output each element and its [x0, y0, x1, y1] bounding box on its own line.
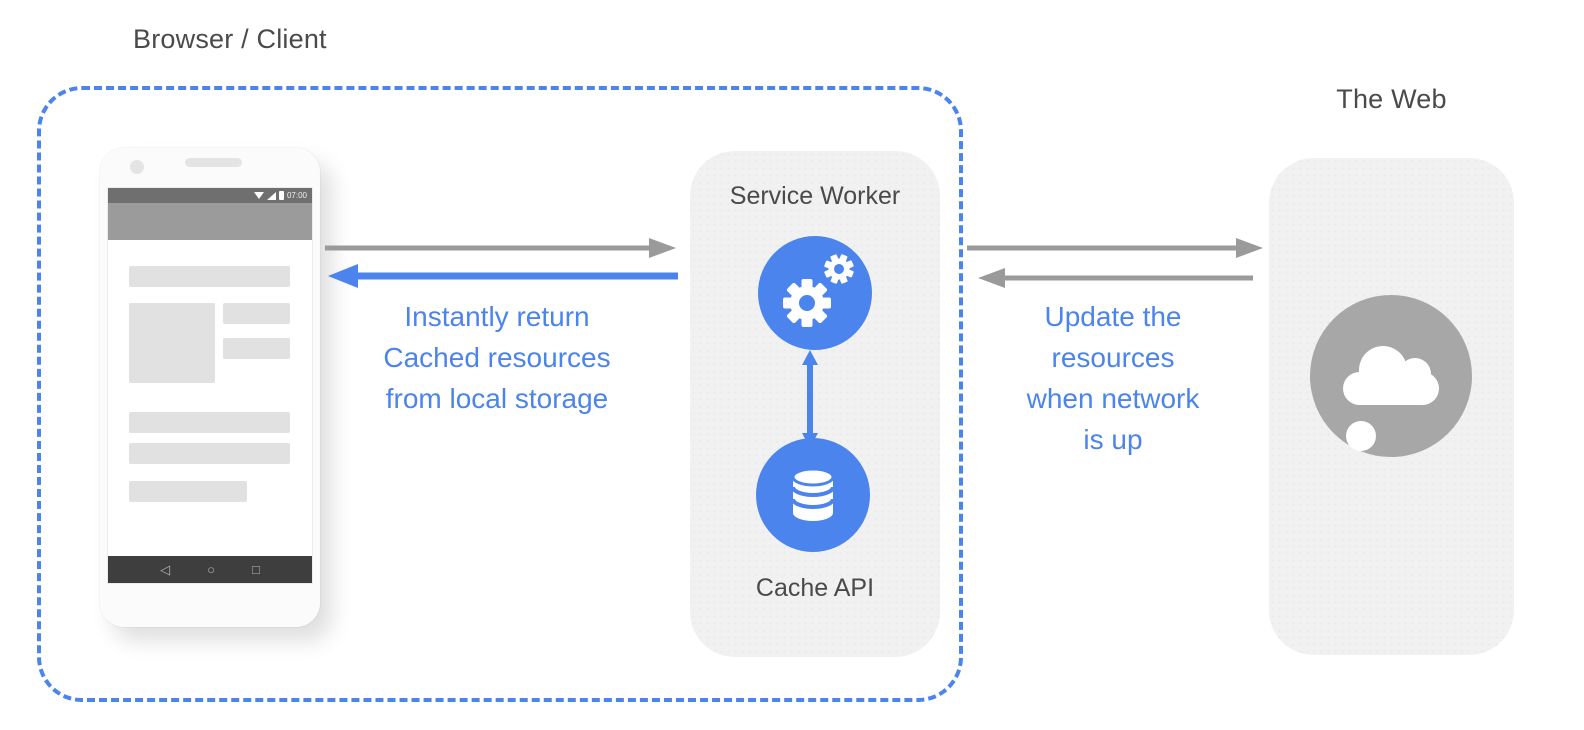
annotation-line: from local storage — [385, 383, 609, 414]
content-placeholder — [129, 412, 290, 433]
arrow-head-icon — [978, 268, 1005, 288]
phone-mockup: 07:00 ◁ ○ □ — [100, 148, 320, 627]
service-worker-panel: Service Worker — [690, 151, 940, 657]
the-web-label: The Web — [1336, 84, 1447, 114]
cloud-icon — [1343, 346, 1439, 405]
content-placeholder — [129, 303, 215, 383]
cache-api-badge — [756, 438, 870, 552]
recents-icon: □ — [252, 562, 260, 577]
annotation-line: Update the — [1044, 301, 1182, 332]
home-icon: ○ — [207, 562, 215, 577]
database-icon — [791, 467, 835, 521]
cache-api-label: Cache API — [755, 574, 875, 602]
browser-client-label: Browser / Client — [133, 24, 327, 54]
service-worker-badge — [758, 236, 872, 350]
annotation-line: when network — [1026, 383, 1200, 414]
battery-icon — [278, 191, 284, 200]
arrow-head-icon — [802, 433, 818, 448]
update-resources-annotation: Update the resources when network is up — [1003, 296, 1223, 460]
back-icon: ◁ — [160, 562, 171, 577]
phone-app-bar — [108, 203, 312, 240]
annotation-line: Cached resources — [383, 342, 611, 373]
content-placeholder — [129, 266, 290, 287]
arrow-head-icon — [1236, 238, 1263, 258]
service-worker-cache-link-arrow — [802, 350, 818, 448]
request-arrow-to-service-worker — [325, 238, 676, 258]
signal-icon — [266, 191, 276, 200]
content-placeholder — [129, 443, 290, 464]
annotation-line: is up — [1083, 424, 1143, 455]
browser-client-boundary — [37, 86, 963, 702]
the-web-panel — [1269, 158, 1514, 655]
phone-nav-bar: ◁ ○ □ — [108, 556, 312, 583]
cached-response-arrow-to-client — [328, 264, 678, 288]
content-placeholder — [223, 338, 290, 359]
web-badge — [1310, 295, 1472, 457]
wifi-icon — [253, 192, 264, 199]
instant-return-annotation: Instantly return Cached resources from l… — [352, 296, 642, 419]
arrow-head-icon — [802, 350, 818, 365]
network-request-arrow-to-web — [967, 238, 1263, 258]
content-placeholder — [129, 481, 247, 502]
annotation-line: Instantly return — [404, 301, 590, 332]
phone-status-bar: 07:00 — [108, 188, 312, 203]
annotation-line: resources — [1051, 342, 1175, 373]
gears-icon — [783, 254, 854, 327]
phone-camera-icon — [130, 160, 144, 174]
phone-speaker-icon — [185, 158, 242, 167]
service-worker-label: Service Worker — [729, 182, 901, 210]
arrow-head-icon — [649, 238, 676, 258]
phone-screen: 07:00 ◁ ○ □ — [107, 187, 313, 584]
network-response-arrow-to-service-worker — [978, 268, 1253, 288]
arrow-head-icon — [328, 264, 358, 288]
status-time: 07:00 — [286, 190, 307, 200]
content-placeholder — [223, 303, 290, 324]
